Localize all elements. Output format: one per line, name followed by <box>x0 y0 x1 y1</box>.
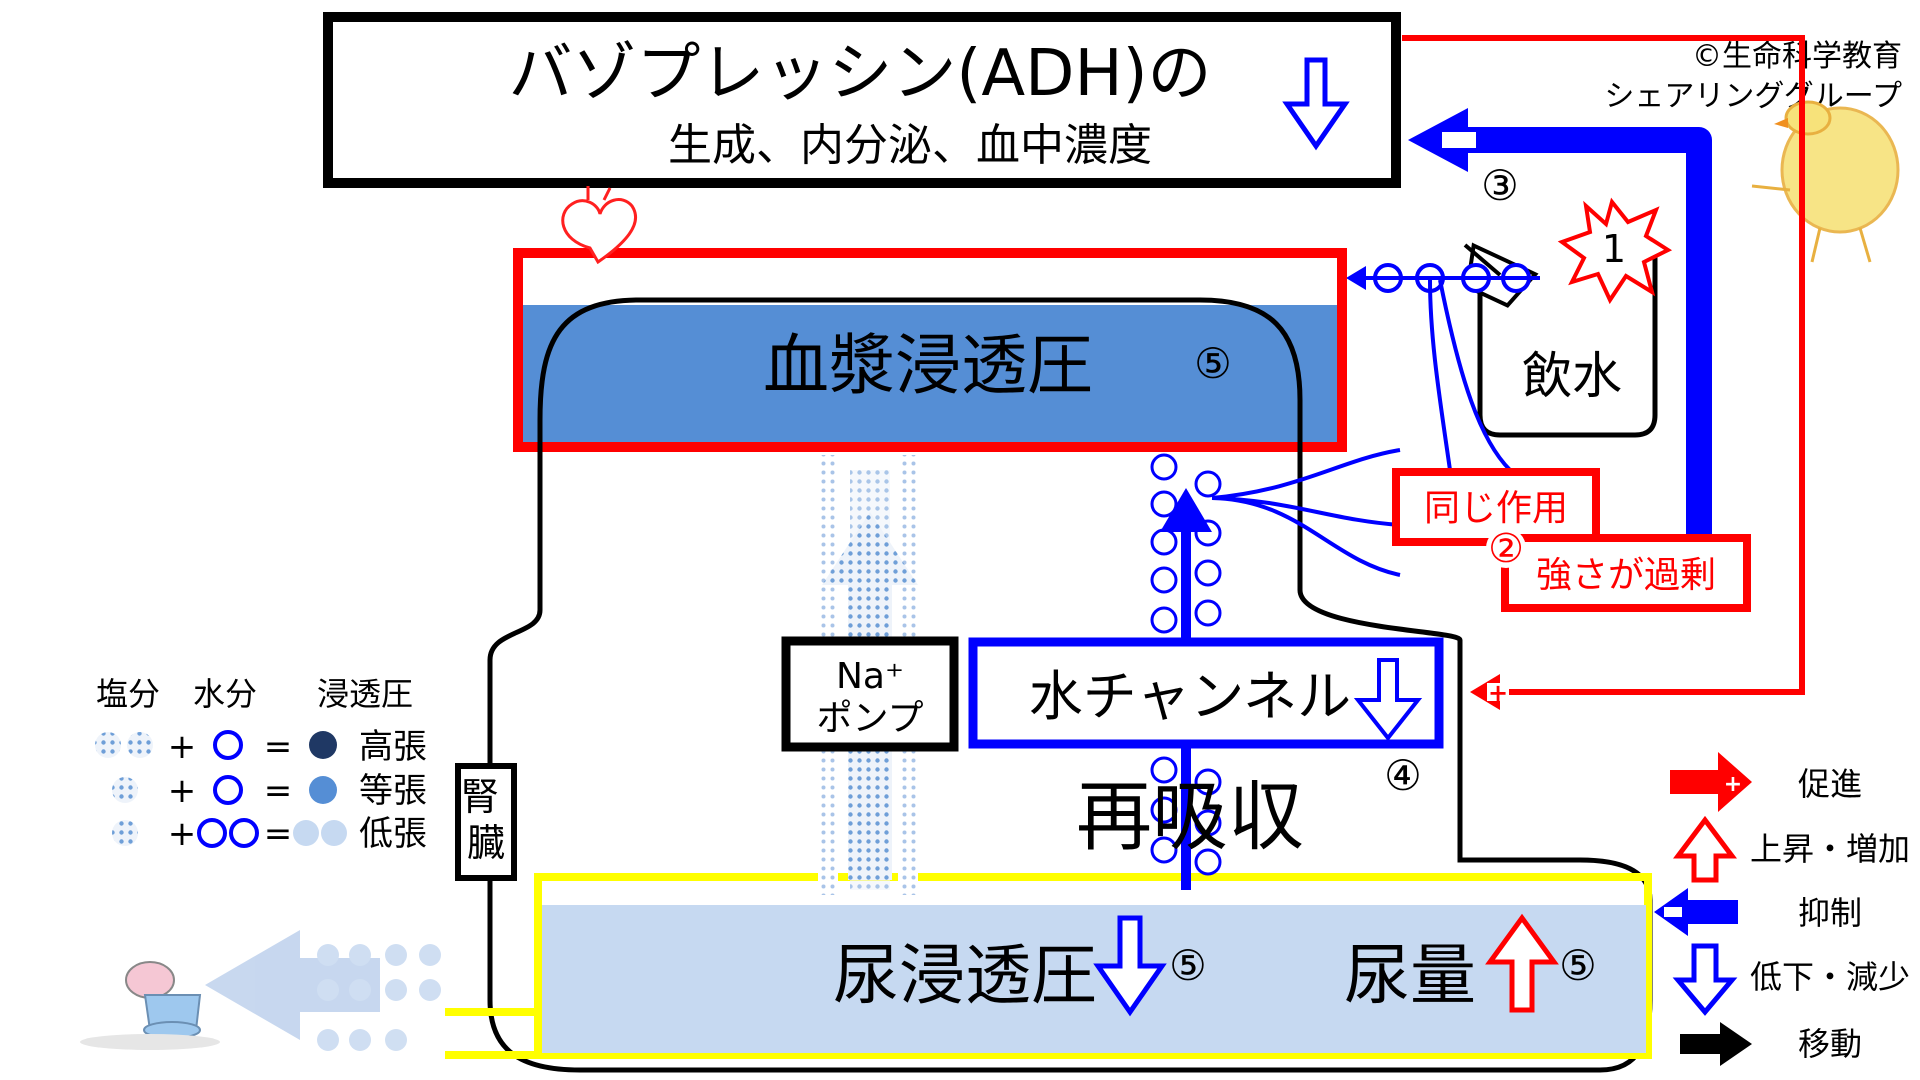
excess-box: 強さが過剰 <box>1501 534 1751 612</box>
svg-text:+: + <box>1724 772 1742 797</box>
legend-eq-3: = <box>264 814 293 854</box>
legend-plus-2: + <box>168 771 197 811</box>
plasma-label: 血漿浸透圧 <box>763 327 1093 404</box>
kidney-label: 腎 臓 <box>461 775 511 865</box>
move-arrow-head <box>1346 266 1366 290</box>
step-3: ③ <box>1481 161 1519 210</box>
na-pump-label1: Na⁺ <box>836 656 904 697</box>
plus-label: + <box>1488 679 1508 707</box>
kidney-label-box: 腎 臓 <box>455 763 517 881</box>
heart-icon <box>561 186 638 265</box>
decrease-arrow-icon <box>1282 57 1350 151</box>
legend-head-osm: 浸透圧 <box>317 675 413 713</box>
urine-osm-down-arrow <box>1093 915 1167 1017</box>
legend-move: 移動 <box>1798 1025 1862 1063</box>
legend-plus-3: + <box>168 814 197 854</box>
reabsorb-label: 再吸収 <box>1076 772 1304 861</box>
water-column <box>1150 453 1222 876</box>
toilet-icon <box>80 961 220 1050</box>
water-channel-box: 水チャンネル <box>968 637 1444 749</box>
step-1: 1 <box>1602 227 1626 271</box>
step-5-urine-osm: ⑤ <box>1169 941 1207 990</box>
inhibit-line-blue <box>1450 127 1712 540</box>
same-action-box: 同じ作用 <box>1392 468 1600 546</box>
step-5-urine-vol: ⑤ <box>1559 941 1597 990</box>
copyright-line1: ©生命科学教育 <box>1692 39 1902 74</box>
starburst-icon <box>1557 197 1673 305</box>
step-2: ② <box>1488 526 1524 572</box>
urine-outflow <box>205 930 441 1051</box>
na-pump-label2: ポンプ <box>817 698 924 739</box>
legend-eq-2: = <box>264 771 293 811</box>
legend-head-salt: 塩分 <box>96 675 160 713</box>
step-5-plasma: ⑤ <box>1194 339 1232 388</box>
legend-promote-icon <box>1670 752 1752 812</box>
water-channel-label: 水チャンネル <box>1029 665 1351 728</box>
title-line1: バゾプレッシン(ADH)の <box>508 37 1211 111</box>
step-4: ④ <box>1384 751 1422 800</box>
legend-decrease-icon <box>1672 943 1738 1016</box>
right-legend: + 促進 上昇・増加 抑制 低下・減少 移動 <box>1654 752 1910 1066</box>
legend-promote: 促進 <box>1798 765 1862 803</box>
reabsorb-arrow-head <box>1160 488 1212 532</box>
legend-row-1: 高張 <box>359 727 427 767</box>
na-pump-box: Na⁺ ポンプ <box>781 636 959 752</box>
plasma-box: 血漿浸透圧 ⑤ <box>513 248 1347 452</box>
legend-decrease: 低下・減少 <box>1750 958 1910 996</box>
copyright-line2: シェアリンググループ <box>1604 79 1902 114</box>
legend-eq-1: = <box>264 727 293 767</box>
channel-down-arrow <box>1353 658 1423 742</box>
inhibit-arrow-head <box>1408 108 1468 172</box>
legend-move-icon <box>1680 1022 1752 1066</box>
excess-label: 強さが過剰 <box>1536 555 1716 596</box>
legend-plus-1: + <box>168 727 197 767</box>
urine-osm-label: 尿浸透圧 <box>833 937 1097 1014</box>
urine-vol-up-arrow <box>1485 913 1559 1013</box>
legend-inhibit: 抑制 <box>1798 894 1862 932</box>
drink-label: 飲水 <box>1522 347 1622 405</box>
legend-row-2: 等張 <box>359 771 427 811</box>
legend-inhibit-icon <box>1654 888 1738 936</box>
legend-head-water: 水分 <box>193 675 257 713</box>
legend-increase-icon <box>1673 815 1737 883</box>
title-line2: 生成、内分泌、血中濃度 <box>668 120 1152 171</box>
left-legend: 塩分 水分 浸透圧 + = 高張 + = 等張 + = 低張 <box>95 675 427 854</box>
feedback-line-red <box>1402 35 1805 695</box>
chick-icon <box>1751 100 1900 263</box>
urine-vol-label: 尿量 <box>1344 937 1476 1014</box>
title-box: バゾプレッシン(ADH)の 生成、内分泌、血中濃度 <box>323 12 1401 188</box>
legend-increase: 上昇・増加 <box>1750 830 1910 868</box>
legend-row-3: 低張 <box>359 814 427 854</box>
link-curves <box>1211 279 1512 577</box>
same-action-label: 同じ作用 <box>1424 488 1568 529</box>
